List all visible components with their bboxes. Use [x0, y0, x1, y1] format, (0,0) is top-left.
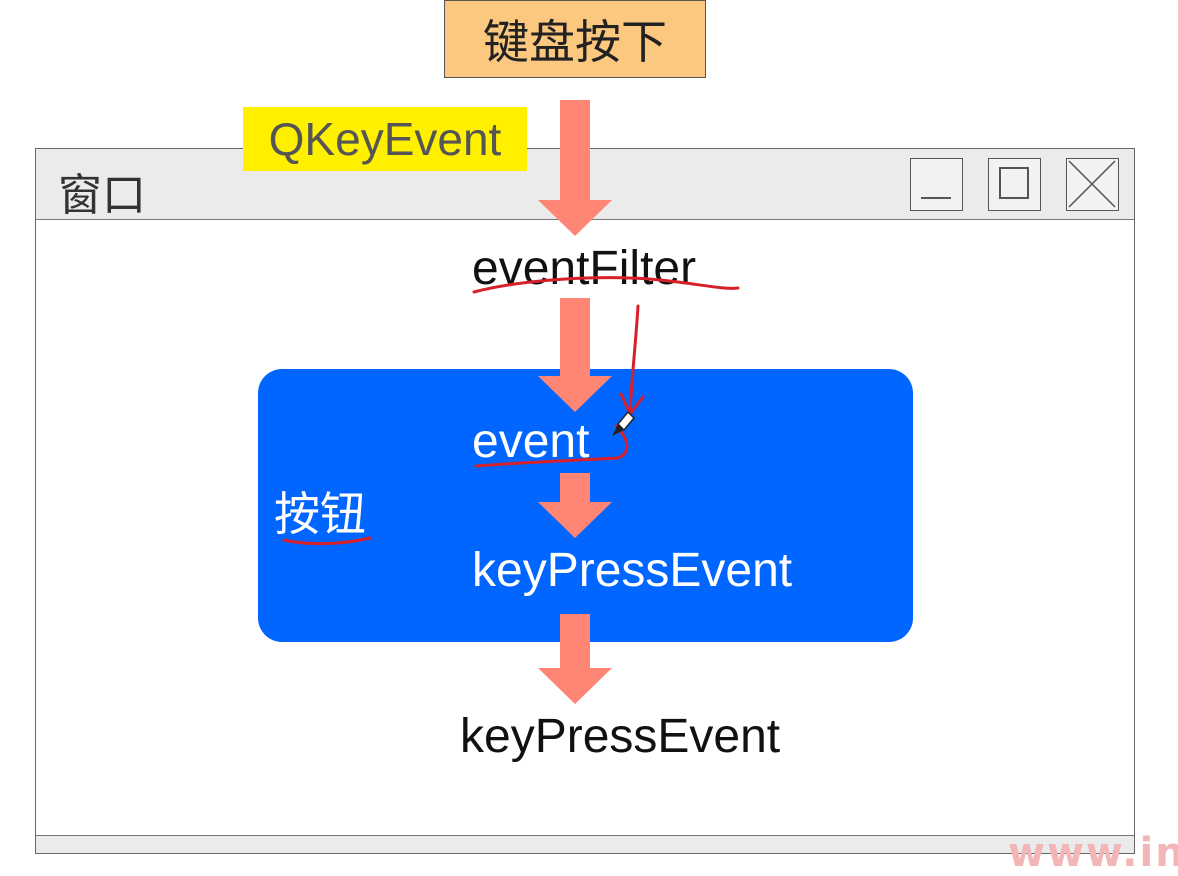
arrow-filter-to-event [538, 298, 612, 412]
button-underline [282, 536, 372, 546]
button-label: 按钮 [274, 487, 366, 541]
pen-cursor-icon [612, 410, 636, 436]
close-button[interactable] [1066, 158, 1119, 211]
qkeyevent-text: QKeyEvent [268, 113, 502, 165]
window-status-strip [36, 835, 1134, 853]
arrow-keypress-to-window [538, 614, 612, 704]
qkeyevent-label: QKeyEvent [243, 107, 527, 171]
flow-arrows-layer [282, 100, 740, 704]
key-pressed-label: 键盘按下 [483, 15, 667, 69]
arrow-event-to-keypress [538, 473, 612, 538]
window-title: 窗口 [58, 170, 146, 221]
flow-arrows [538, 100, 612, 704]
close-icon [1068, 160, 1116, 208]
event-underline [474, 424, 629, 468]
maximize-icon [999, 167, 1029, 199]
red-curve-arrow [628, 304, 640, 414]
key-pressed-box: 键盘按下 [444, 0, 706, 78]
minimize-icon [921, 197, 951, 199]
maximize-button[interactable] [988, 158, 1041, 211]
red-annotations [282, 276, 740, 546]
button-keypress-label: keyPressEvent [472, 544, 793, 597]
window-keypress-label: keyPressEvent [460, 710, 781, 763]
filter-underline [472, 276, 740, 294]
arrow-key-to-filter [538, 100, 612, 236]
minimize-button[interactable] [910, 158, 963, 211]
watermark: www.in [1008, 830, 1178, 876]
